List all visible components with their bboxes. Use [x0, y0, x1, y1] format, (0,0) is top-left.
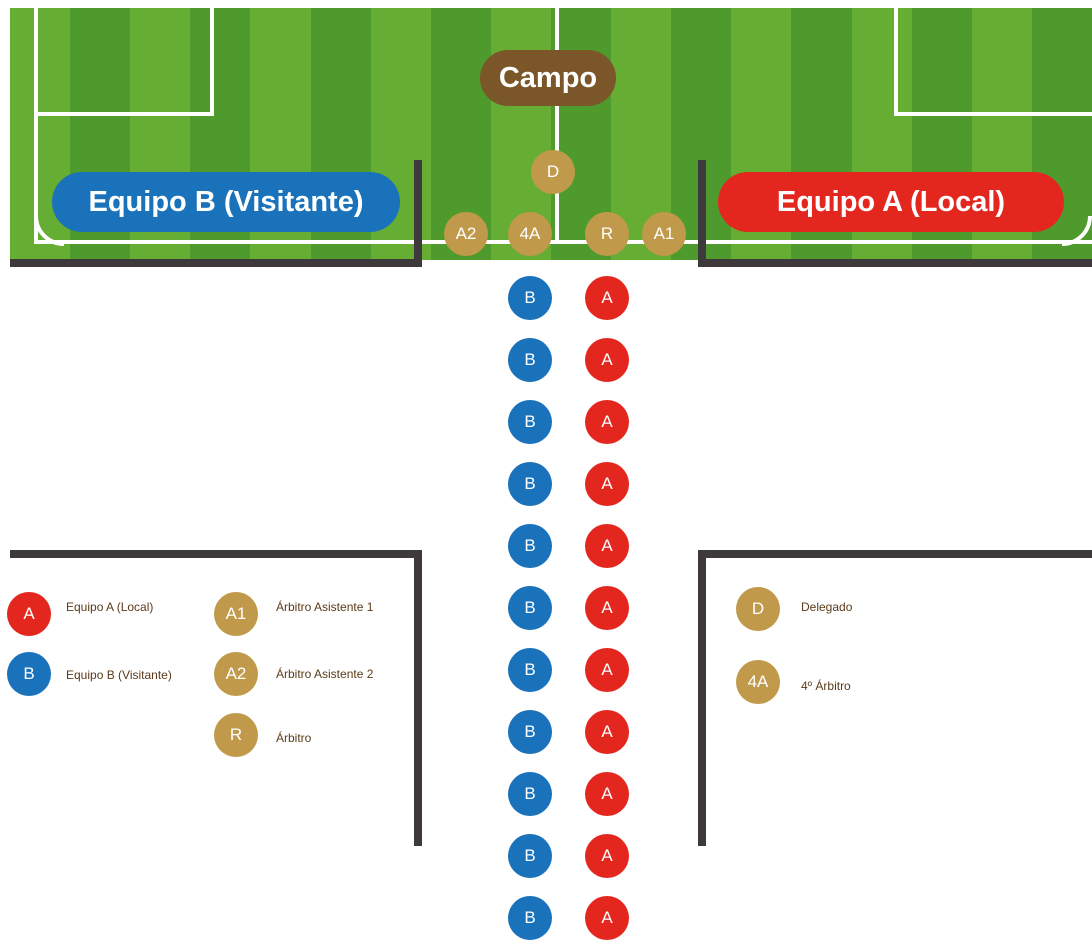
left-goal-box-right-line: [210, 8, 214, 116]
team-b-player-marker: B: [508, 400, 552, 444]
legend-delegate-label: Delegado: [801, 600, 853, 614]
legend-team-b-label: Equipo B (Visitante): [66, 668, 172, 682]
team-b-player-marker: B: [508, 710, 552, 754]
legend-assistant-1-icon: A1: [214, 592, 258, 636]
legend-referee-icon: R: [214, 713, 258, 757]
assistant-2-marker: A2: [444, 212, 488, 256]
team-a-player-marker: A: [585, 772, 629, 816]
team-b-player-marker: B: [508, 338, 552, 382]
wall-bottom-right-vertical: [698, 550, 706, 846]
touchline: [34, 240, 1092, 244]
team-a-player-marker: A: [585, 524, 629, 568]
team-a-player-marker: A: [585, 400, 629, 444]
halfway-line: [555, 8, 559, 244]
right-goal-box-left-line: [894, 8, 898, 116]
legend-referee-label: Árbitro: [276, 731, 312, 745]
team-a-label: Equipo A (Local): [718, 172, 1064, 232]
team-b-player-marker: B: [508, 834, 552, 878]
team-b-player-marker: B: [508, 896, 552, 940]
right-goal-box-bottom-line: [894, 112, 1092, 116]
legend-fourth-official-icon: 4A: [736, 660, 780, 704]
team-a-player-marker: A: [585, 648, 629, 692]
wall-top-left-vertical: [414, 160, 422, 267]
wall-top-left-horizontal: [10, 259, 422, 267]
delegate-marker: D: [531, 150, 575, 194]
team-a-player-marker: A: [585, 710, 629, 754]
campo-label: Campo: [480, 50, 616, 106]
left-penalty-box-top-line: [34, 8, 38, 244]
wall-bottom-left-vertical: [414, 550, 422, 846]
wall-top-right-vertical: [698, 160, 706, 267]
team-a-player-marker: A: [585, 896, 629, 940]
team-b-player-marker: B: [508, 586, 552, 630]
legend-team-a-label: Equipo A (Local): [66, 600, 154, 614]
legend-assistant-1-label: Árbitro Asistente 1: [276, 600, 374, 614]
assistant-1-marker: A1: [642, 212, 686, 256]
wall-bottom-right-horizontal: [698, 550, 1092, 558]
team-a-player-marker: A: [585, 276, 629, 320]
team-b-label: Equipo B (Visitante): [52, 172, 400, 232]
team-b-player-marker: B: [508, 772, 552, 816]
left-goal-box-bottom-line: [34, 112, 214, 116]
team-a-player-marker: A: [585, 338, 629, 382]
wall-bottom-left-horizontal: [10, 550, 422, 558]
team-b-player-marker: B: [508, 648, 552, 692]
right-corner-arc: [1061, 215, 1092, 246]
team-b-player-marker: B: [508, 462, 552, 506]
referee-marker: R: [585, 212, 629, 256]
legend-team-b-icon: B: [7, 652, 51, 696]
left-corner-arc: [34, 215, 65, 246]
team-a-player-marker: A: [585, 586, 629, 630]
fourth-official-marker: 4A: [508, 212, 552, 256]
team-a-player-marker: A: [585, 462, 629, 506]
left-goal-box-left-line: [34, 112, 38, 116]
legend-team-a-icon: A: [7, 592, 51, 636]
legend-fourth-official-label: 4º Árbitro: [801, 679, 851, 693]
legend-delegate-icon: D: [736, 587, 780, 631]
wall-top-right-horizontal: [698, 259, 1092, 267]
legend-assistant-2-label: Árbitro Asistente 2: [276, 667, 374, 681]
team-b-player-marker: B: [508, 276, 552, 320]
team-a-player-marker: A: [585, 834, 629, 878]
team-b-player-marker: B: [508, 524, 552, 568]
legend-assistant-2-icon: A2: [214, 652, 258, 696]
